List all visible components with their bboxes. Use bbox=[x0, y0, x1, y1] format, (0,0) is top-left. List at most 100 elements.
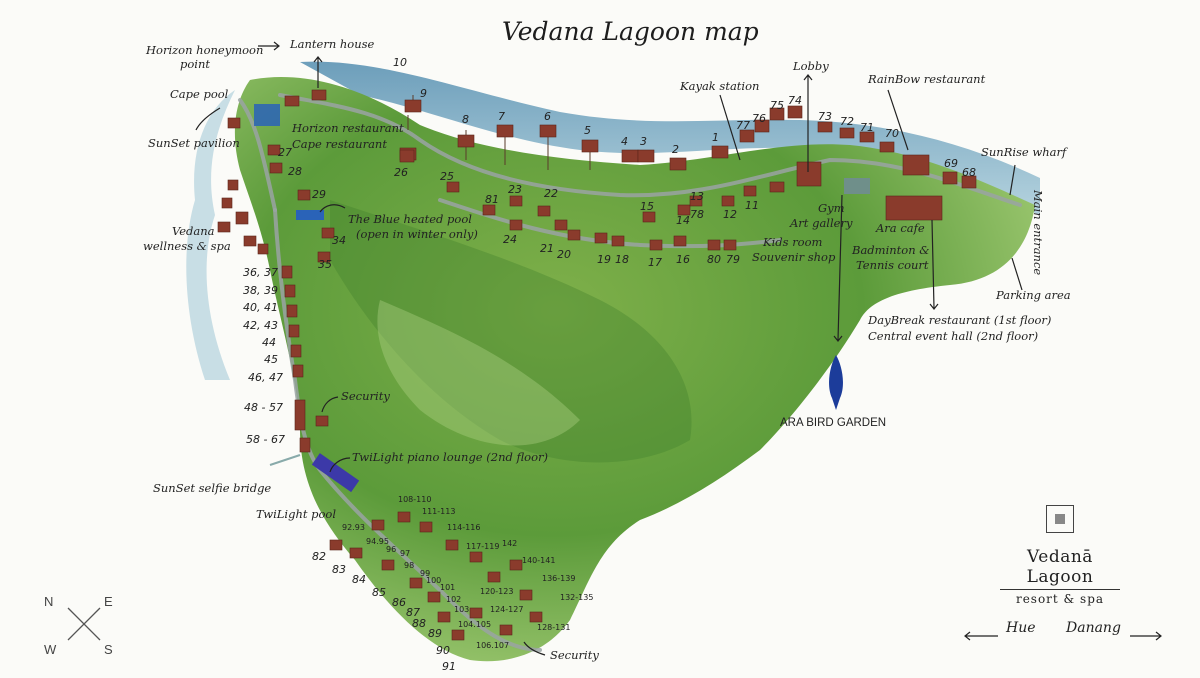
villa-number: 73 bbox=[818, 110, 832, 123]
villa-number: 94.95 bbox=[366, 537, 389, 546]
label-sunset-pavilion[interactable]: SunSet pavilion bbox=[148, 136, 240, 150]
villa-number: 124-127 bbox=[490, 605, 523, 614]
villa-number: 101 bbox=[440, 583, 455, 592]
label-wellness-spa: wellness & spa bbox=[143, 239, 231, 253]
villa-number: 86 bbox=[392, 596, 406, 609]
villa-number: 132-135 bbox=[560, 593, 593, 602]
villa-number: 24 bbox=[503, 233, 517, 246]
label-kids-room[interactable]: Kids room bbox=[762, 235, 823, 249]
villa-number: 103 bbox=[454, 605, 469, 614]
villa-number: 74 bbox=[788, 94, 802, 107]
villa-number: 23 bbox=[508, 183, 522, 196]
villa-number: 15 bbox=[640, 200, 654, 213]
resort-logo: Vedanā Lagoon resort & spa bbox=[1000, 505, 1120, 606]
villa-number: 5 bbox=[584, 124, 591, 137]
label-cape-restaurant[interactable]: Cape restaurant bbox=[292, 137, 387, 151]
villa-number: 117-119 bbox=[466, 542, 499, 551]
label-security-north[interactable]: Security bbox=[341, 389, 390, 403]
direction-danang: Danang bbox=[1066, 620, 1121, 636]
label-lobby[interactable]: Lobby bbox=[792, 59, 829, 73]
villa-number: 108-110 bbox=[398, 495, 431, 504]
bird-icon bbox=[829, 355, 843, 410]
label-ara-cafe[interactable]: Ara cafe bbox=[875, 221, 925, 235]
west-water bbox=[186, 90, 235, 380]
land-buildings bbox=[217, 89, 943, 263]
label-cape-pool[interactable]: Cape pool bbox=[170, 87, 229, 101]
label-gym[interactable]: Gym bbox=[818, 201, 845, 215]
label-horizon-restaurant[interactable]: Horizon restaurant bbox=[291, 121, 404, 135]
label-twilight-lounge[interactable]: TwiLight piano lounge (2nd floor) bbox=[352, 450, 548, 464]
villa-number: 26 bbox=[394, 166, 408, 179]
label-rainbow-restaurant[interactable]: RainBow restaurant bbox=[867, 72, 986, 86]
land-shading bbox=[330, 200, 692, 463]
villa-number: 46, 47 bbox=[248, 371, 283, 384]
lagoon-water bbox=[300, 61, 1040, 215]
villa-number: 3 bbox=[640, 135, 647, 148]
villa-number: 6 bbox=[544, 110, 551, 123]
compass-n: N bbox=[44, 594, 54, 609]
west-villa-numbers: 36, 37 38, 39 40, 41 42, 43 44 45 46, 47… bbox=[243, 266, 285, 446]
villa-number: 71 bbox=[860, 121, 874, 134]
label-sunrise-wharf[interactable]: SunRise wharf bbox=[981, 145, 1068, 159]
villa-number: 70 bbox=[885, 127, 899, 140]
label-badminton[interactable]: Badminton & bbox=[851, 243, 930, 257]
label-point: point bbox=[180, 57, 210, 71]
direction-hue: Hue bbox=[1006, 620, 1036, 636]
label-art-gallery[interactable]: Art gallery bbox=[789, 216, 853, 230]
label-tennis-court: Tennis court bbox=[856, 258, 929, 272]
label-lantern-house[interactable]: Lantern house bbox=[289, 37, 375, 51]
villa-number: 78 bbox=[690, 208, 704, 221]
label-event-hall[interactable]: Central event hall (2nd floor) bbox=[868, 329, 1038, 343]
label-vedana[interactable]: Vedana bbox=[172, 224, 215, 238]
villa-number: 100 bbox=[426, 576, 441, 585]
villa-number: 84 bbox=[352, 573, 366, 586]
south-villa-numbers: 108-110 111-113 114-116 117-119 142 140-… bbox=[312, 495, 593, 673]
villa-number: 11 bbox=[745, 199, 759, 212]
villa-number: 9 bbox=[420, 87, 427, 100]
label-parking-area[interactable]: Parking area bbox=[995, 288, 1071, 302]
villa-number: 81 bbox=[485, 193, 499, 206]
villa-number: 83 bbox=[332, 563, 346, 576]
logo-name: Vedanā Lagoon bbox=[1000, 547, 1120, 590]
villa-number: 40, 41 bbox=[243, 301, 278, 314]
villa-number: 25 bbox=[440, 170, 454, 183]
villa-number: 88 bbox=[412, 617, 426, 630]
label-kayak-station[interactable]: Kayak station bbox=[679, 79, 759, 93]
villa-number: 102 bbox=[446, 595, 461, 604]
label-horizon-honeymoon[interactable]: Horizon honeymoon bbox=[145, 43, 263, 57]
label-daybreak-restaurant[interactable]: DayBreak restaurant (1st floor) bbox=[867, 313, 1051, 327]
villa-number: 128-131 bbox=[537, 623, 570, 632]
label-security-south[interactable]: Security bbox=[550, 648, 599, 662]
villa-number: 38, 39 bbox=[243, 284, 278, 297]
villa-number: 75 bbox=[770, 99, 784, 112]
villa-number: 27 bbox=[278, 146, 292, 159]
villa-number: 76 bbox=[752, 112, 766, 125]
label-sunset-selfie-bridge[interactable]: SunSet selfie bridge bbox=[153, 481, 271, 495]
north-link-road bbox=[238, 98, 277, 212]
label-main-entrance[interactable]: Main entrance bbox=[1031, 189, 1045, 275]
south-villas bbox=[329, 511, 543, 641]
villa-number: 87 bbox=[406, 606, 420, 619]
villa-number: 106.107 bbox=[476, 641, 509, 650]
villa-number: 142 bbox=[502, 539, 517, 548]
land-mass bbox=[234, 77, 1035, 662]
villa-number: 29 bbox=[312, 188, 326, 201]
compass-e: E bbox=[104, 594, 113, 609]
label-bird-garden[interactable]: ARA BIRD GARDEN bbox=[780, 417, 886, 429]
villa-number: 96 bbox=[386, 545, 396, 554]
villa-number: 42, 43 bbox=[243, 319, 278, 332]
villa-number: 10 bbox=[393, 56, 407, 69]
label-blue-pool[interactable]: The Blue heated pool bbox=[348, 212, 472, 226]
villa-number: 48 - 57 bbox=[244, 401, 283, 414]
label-twilight-pool[interactable]: TwiLight pool bbox=[256, 507, 336, 521]
compass: N E W S bbox=[40, 590, 120, 660]
villa-number: 114-116 bbox=[447, 523, 480, 532]
compass-s: S bbox=[104, 642, 113, 657]
villa-number: 17 bbox=[648, 256, 662, 269]
villa-number: 92.93 bbox=[342, 523, 365, 532]
villa-number: 80 bbox=[707, 253, 721, 266]
label-souvenir-shop[interactable]: Souvenir shop bbox=[752, 250, 836, 264]
villa-number: 18 bbox=[615, 253, 629, 266]
land-highlight bbox=[377, 300, 580, 446]
villa-number: 12 bbox=[723, 208, 737, 221]
